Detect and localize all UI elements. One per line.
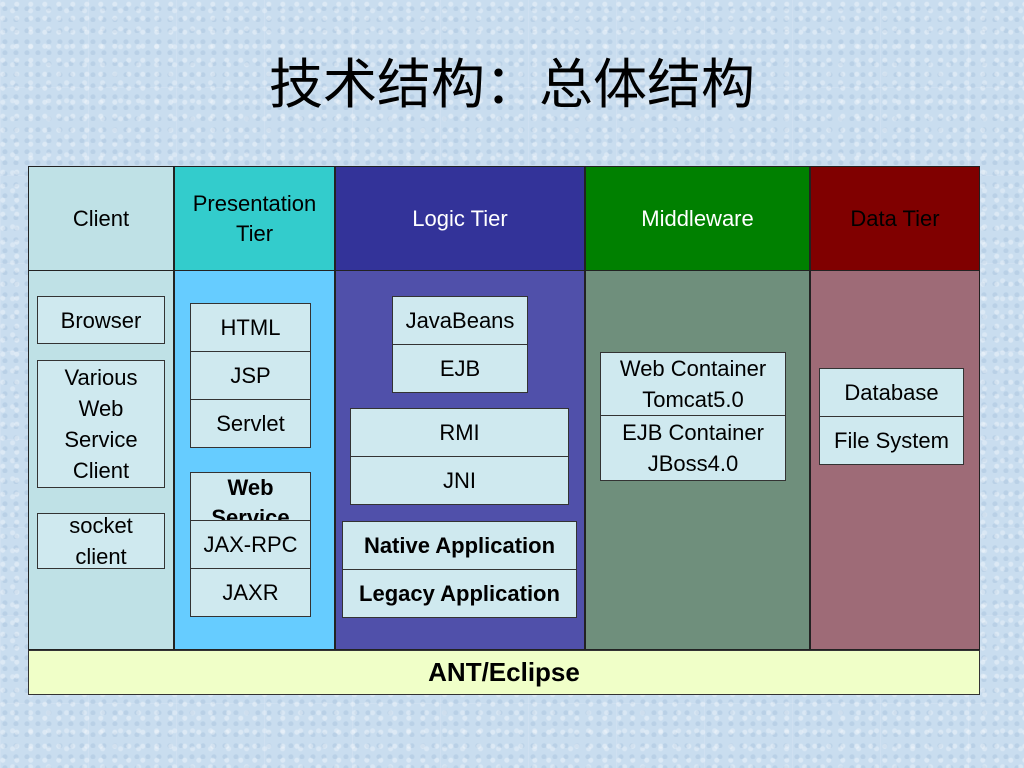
- various-line1: Various: [64, 365, 138, 390]
- legacy-application-box: Legacy Application: [342, 569, 577, 618]
- middleware-header-label: Middleware: [641, 205, 754, 231]
- various-line2: Web: [78, 396, 124, 421]
- ejb-container-line2: JBoss4.0: [647, 451, 739, 476]
- html-box: HTML: [190, 303, 311, 352]
- native-application-box: Native Application: [342, 521, 577, 570]
- socket-line2: client: [75, 544, 127, 569]
- file-system-box: File System: [819, 416, 964, 465]
- presentation-header-line2: Tier: [235, 220, 274, 246]
- logic-header: Logic Tier: [335, 166, 585, 271]
- data-header: Data Tier: [810, 166, 980, 271]
- logic-header-label: Logic Tier: [412, 205, 508, 231]
- browser-box: Browser: [37, 296, 165, 344]
- presentation-header-line1: Presentation: [192, 190, 317, 216]
- various-line4: Client: [72, 458, 130, 483]
- web-service-line1: Web: [227, 475, 274, 500]
- web-container-line2: Tomcat5.0: [642, 387, 744, 412]
- jsp-box: JSP: [190, 351, 311, 400]
- presentation-header: Presentation Tier: [174, 166, 335, 271]
- data-header-label: Data Tier: [850, 205, 940, 231]
- jax-rpc-box: JAX-RPC: [190, 520, 311, 569]
- jaxr-box: JAXR: [190, 568, 311, 617]
- various-web-service-client-box: Various Web Service Client: [37, 360, 165, 488]
- client-header: Client: [28, 166, 174, 271]
- middleware-header: Middleware: [585, 166, 810, 271]
- slide-title: 技术结构：总体结构: [269, 53, 755, 116]
- javabeans-box: JavaBeans: [392, 296, 528, 345]
- socket-line1: socket: [69, 513, 133, 538]
- web-container-line1: Web Container: [619, 356, 767, 381]
- ejb-box: EJB: [392, 344, 528, 393]
- client-header-label: Client: [72, 205, 130, 231]
- rmi-box: RMI: [350, 408, 569, 457]
- ejb-container-line1: EJB Container: [622, 420, 764, 445]
- socket-client-box: socket client: [37, 513, 165, 569]
- various-line3: Service: [64, 427, 138, 452]
- web-service-box: Web Service: [190, 472, 311, 521]
- servlet-box: Servlet: [190, 399, 311, 448]
- web-service-line2: Service: [211, 505, 290, 521]
- web-container-box: Web Container Tomcat5.0: [600, 352, 786, 416]
- ant-eclipse-bar: ANT/Eclipse: [28, 650, 980, 695]
- ejb-container-box: EJB Container JBoss4.0: [600, 415, 786, 481]
- database-box: Database: [819, 368, 964, 417]
- jni-box: JNI: [350, 456, 569, 505]
